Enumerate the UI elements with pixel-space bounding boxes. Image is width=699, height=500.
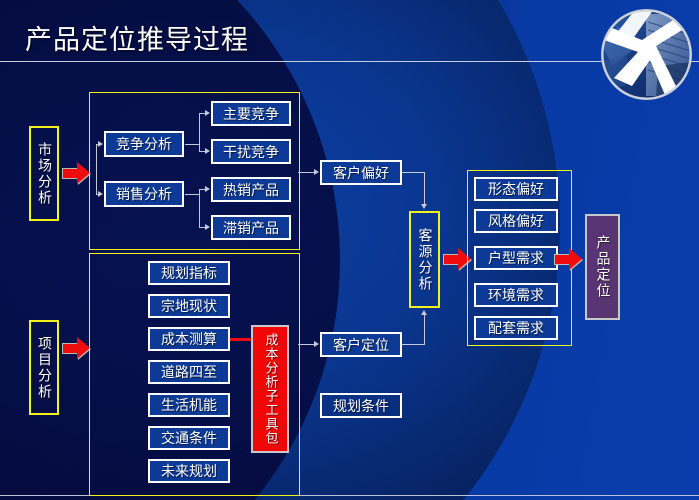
node-supporting-demand[interactable]: 配套需求 <box>474 316 558 340</box>
connector-preference-down <box>424 172 425 205</box>
node-supporting-demand-label: 配套需求 <box>488 321 544 337</box>
node-environment-demand[interactable]: 环境需求 <box>474 283 558 307</box>
node-customer-preference-label: 客户偏好 <box>333 165 389 182</box>
connector-comp-vert <box>199 113 200 151</box>
node-customer-preference[interactable]: 客户偏好 <box>320 160 402 185</box>
node-style-preference-label: 风格偏好 <box>488 214 544 230</box>
arrowhead-customer-positioning <box>314 340 319 347</box>
globe-logo-icon <box>598 6 695 103</box>
input-market-analysis[interactable]: 市场分析 <box>29 126 59 221</box>
connector-cost-to-toolkit <box>230 338 252 341</box>
header-divider <box>0 61 699 62</box>
node-main-competition-label: 主要竞争 <box>223 106 279 123</box>
node-cost-analysis-toolkit-label: 成本分析子工具包 <box>262 333 278 445</box>
node-main-competition[interactable]: 主要竞争 <box>211 101 291 126</box>
market-analysis-panel <box>89 92 300 250</box>
connector-market-split-v <box>96 144 97 194</box>
connector-project-panel-to-positioning <box>298 344 315 345</box>
node-hot-selling-products-label: 热销产品 <box>223 182 279 199</box>
node-hot-selling-products[interactable]: 热销产品 <box>211 177 291 202</box>
node-source-analysis[interactable]: 客源分析 <box>409 211 440 308</box>
node-road-boundaries[interactable]: 道路四至 <box>148 360 230 384</box>
node-customer-positioning[interactable]: 客户定位 <box>320 332 402 357</box>
connector-market-sales-h <box>96 194 100 195</box>
node-land-status[interactable]: 宗地现状 <box>148 294 230 318</box>
arrowhead-hot-products <box>205 185 210 192</box>
arrowhead-main-competition <box>205 109 210 116</box>
connector-sales-child1 <box>199 189 207 190</box>
footer-divider <box>0 495 699 496</box>
connector-market-panel-to-preference <box>298 172 315 173</box>
node-form-preference[interactable]: 形态偏好 <box>474 177 558 201</box>
arrowhead-to-competition <box>98 140 103 147</box>
project-analysis-panel <box>89 253 300 496</box>
connector-comp-out <box>185 144 199 145</box>
node-style-preference[interactable]: 风格偏好 <box>474 209 558 233</box>
node-unit-type-demand[interactable]: 户型需求 <box>474 246 558 270</box>
node-planning-condition[interactable]: 规划条件 <box>320 393 402 418</box>
node-slow-selling-products[interactable]: 滞销产品 <box>211 215 291 240</box>
node-land-status-label: 宗地现状 <box>161 299 217 315</box>
input-project-analysis-label: 项目分析 <box>36 335 52 400</box>
node-living-function-label: 生活机能 <box>161 398 217 414</box>
connector-sales-out <box>185 194 199 195</box>
arrow-demand-to-output <box>554 248 583 271</box>
arrowhead-source-bottom <box>420 310 427 315</box>
page-title: 产品定位推导过程 <box>25 25 249 56</box>
arrowhead-interference-competition <box>205 147 210 154</box>
connector-positioning-up <box>424 314 425 345</box>
arrowhead-source-top <box>420 204 427 209</box>
node-competition-analysis-label: 竞争分析 <box>116 137 172 153</box>
node-traffic-condition-label: 交通条件 <box>161 431 217 447</box>
node-cost-analysis-toolkit[interactable]: 成本分析子工具包 <box>251 325 289 453</box>
arrowhead-customer-preference <box>314 168 319 175</box>
arrowhead-slow-products <box>205 223 210 230</box>
node-unit-type-demand-label: 户型需求 <box>488 251 544 267</box>
node-interference-competition[interactable]: 干扰竞争 <box>211 139 291 164</box>
node-road-boundaries-label: 道路四至 <box>161 365 217 381</box>
node-sales-analysis[interactable]: 销售分析 <box>104 181 184 207</box>
connector-comp-child2 <box>199 151 207 152</box>
connector-preference-out <box>402 172 424 173</box>
node-cost-estimation[interactable]: 成本测算 <box>148 327 230 351</box>
connector-sales-child2 <box>199 227 207 228</box>
node-sales-analysis-label: 销售分析 <box>116 187 172 203</box>
node-living-function[interactable]: 生活机能 <box>148 393 230 417</box>
node-product-positioning[interactable]: 产品定位 <box>585 214 620 320</box>
node-interference-competition-label: 干扰竞争 <box>223 144 279 161</box>
node-form-preference-label: 形态偏好 <box>488 182 544 198</box>
input-project-analysis[interactable]: 项目分析 <box>29 320 59 415</box>
connector-positioning-out <box>402 344 424 345</box>
node-environment-demand-label: 环境需求 <box>488 288 544 304</box>
node-customer-positioning-label: 客户定位 <box>333 337 389 354</box>
arrow-market-to-panel <box>62 162 91 185</box>
node-future-planning-label: 未来规划 <box>161 464 217 480</box>
node-product-positioning-label: 产品定位 <box>594 235 611 299</box>
node-cost-estimation-label: 成本测算 <box>161 332 217 348</box>
node-planning-condition-label: 规划条件 <box>333 398 389 415</box>
connector-sales-vert <box>199 189 200 227</box>
node-slow-selling-products-label: 滞销产品 <box>223 220 279 237</box>
node-competition-analysis[interactable]: 竞争分析 <box>104 131 184 157</box>
input-market-analysis-label: 市场分析 <box>36 141 52 206</box>
node-source-analysis-label: 客源分析 <box>416 227 433 292</box>
node-planning-index-label: 规划指标 <box>161 266 217 282</box>
node-traffic-condition[interactable]: 交通条件 <box>148 426 230 450</box>
node-planning-index[interactable]: 规划指标 <box>148 261 230 285</box>
node-future-planning[interactable]: 未来规划 <box>148 459 230 483</box>
arrow-project-to-panel <box>62 337 91 360</box>
connector-comp-child1 <box>199 113 207 114</box>
arrowhead-to-sales <box>98 190 103 197</box>
